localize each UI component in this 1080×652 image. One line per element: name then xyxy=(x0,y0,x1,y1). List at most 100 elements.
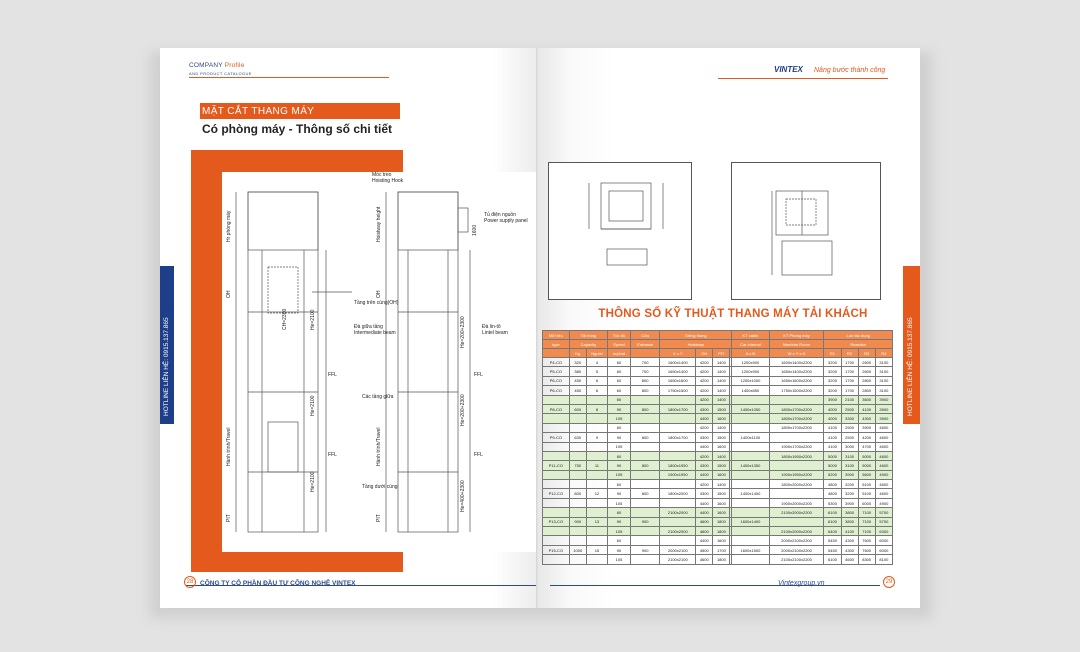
table-cell xyxy=(568,450,587,462)
table-cell: 60 xyxy=(607,385,631,396)
hoistway-plan-drawing xyxy=(548,162,692,300)
table-cell: 5700 xyxy=(874,507,894,518)
table-cell: 105 xyxy=(607,441,631,452)
table-cell xyxy=(731,507,770,518)
table-cell: 105 xyxy=(607,554,631,565)
table-cell: 1600 xyxy=(712,507,731,518)
table-cell: 105 xyxy=(607,526,631,537)
table-cell: 1600 xyxy=(712,497,731,509)
table-cell xyxy=(568,526,587,537)
table-cell: 4000 xyxy=(823,403,842,415)
table-cell xyxy=(629,394,661,405)
header-sub: AND PRODUCT CATALOGUE xyxy=(189,71,252,76)
unit-persons: Người xyxy=(585,348,609,358)
table-cell: 4400 xyxy=(695,497,714,509)
table-cell xyxy=(629,526,661,537)
table-cell: 800 xyxy=(629,488,661,499)
header-mid-machine: Machine Room xyxy=(768,339,825,349)
table-cell xyxy=(731,554,770,565)
table-cell: 4300 xyxy=(695,432,714,443)
table-cell: 1200x1000 xyxy=(731,375,770,387)
table-cell: 60 xyxy=(607,479,631,490)
table-cell: 4200 xyxy=(695,375,714,387)
table-cell: 800 xyxy=(629,375,661,387)
table-cell: 2100x2100x2200 xyxy=(768,554,825,565)
table-cell: 1750x1500 xyxy=(659,385,697,396)
table-cell: 5700 xyxy=(874,516,894,528)
table-cell: 2500 xyxy=(840,432,859,443)
table-cell: 105 xyxy=(607,469,631,481)
table-cell xyxy=(585,507,609,518)
table-cell xyxy=(585,394,609,405)
hotline-text-right: HOTLINE LIÊN HỆ: 0915.137.865 xyxy=(907,317,914,416)
header-type: Mã hiệu xyxy=(542,330,570,340)
table-cell xyxy=(568,413,587,424)
table-cell: 3200 xyxy=(823,375,842,387)
table-cell: 3900 xyxy=(823,394,842,405)
table-cell: 900 xyxy=(629,516,661,528)
table-cell: 4200 xyxy=(695,422,714,434)
table-cell xyxy=(568,535,587,546)
table-cell: 2000x2100 xyxy=(659,544,697,556)
table-cell: 1600x1400 xyxy=(731,516,770,528)
table-cell: 4100 xyxy=(823,432,842,443)
unit-oh: OH xyxy=(695,348,714,358)
table-cell: 7100 xyxy=(857,516,876,528)
table-cell: 1200x900 xyxy=(731,366,770,377)
table-cell xyxy=(659,535,697,546)
travel-label-left: Hành trình/Travel xyxy=(226,427,232,466)
table-cell: 4200 xyxy=(695,479,714,490)
table-cell: 4600 xyxy=(874,422,894,434)
table-cell xyxy=(568,441,587,452)
table-cell: 60 xyxy=(607,535,631,546)
table-cell xyxy=(659,497,697,509)
table-cell: 1750x1500x2200 xyxy=(768,385,825,396)
table-cell: 4200 xyxy=(695,450,714,462)
table-cell: 1900x1700x2200 xyxy=(768,441,825,452)
table-cell: 4600 xyxy=(874,479,894,490)
table-cell: 90 xyxy=(607,516,631,528)
table-cell: 4200 xyxy=(695,356,714,368)
table-cell: 1800x1700 xyxy=(659,432,697,443)
table-cell: 4700 xyxy=(857,441,876,452)
pit-label-left: PIT xyxy=(226,514,232,522)
unit-wyh: W x Y x H xyxy=(768,348,825,358)
table-cell: 1800x2000x2200 xyxy=(768,479,825,490)
table-cell: P12-CO xyxy=(542,488,570,499)
table-cell: 13 xyxy=(585,516,609,528)
table-cell: P11-CO xyxy=(542,460,570,471)
he-dimension-1: He=2100 xyxy=(310,309,316,330)
table-cell xyxy=(629,554,661,565)
page-number-left: 28 xyxy=(184,576,196,588)
header-mid-type: type xyxy=(542,339,570,349)
table-cell: 7100 xyxy=(857,526,876,537)
table-cell xyxy=(568,497,587,509)
table-cell: 2500 xyxy=(840,422,859,434)
table-cell: 11 xyxy=(585,460,609,471)
table-cell: 1400x1050 xyxy=(731,403,770,415)
table-cell: 6100 xyxy=(823,507,842,518)
table-cell: P15-CO xyxy=(542,544,570,556)
table-cell: 3800 xyxy=(840,507,859,518)
table-cell: 1700 xyxy=(840,375,859,387)
header-mid-capacity: Capacity xyxy=(568,339,609,349)
table-cell: 3900 xyxy=(874,403,894,415)
table-cell xyxy=(659,394,697,405)
table-cell xyxy=(629,479,661,490)
table-cell: 105 xyxy=(607,497,631,509)
table-cell xyxy=(731,422,770,434)
table-cell xyxy=(629,450,661,462)
unit-r4: R4 xyxy=(874,348,894,358)
table-cell: P9-CO xyxy=(542,432,570,443)
table-cell: 6000 xyxy=(857,497,876,509)
table-cell: 4 xyxy=(585,356,609,368)
header-hoistway: Giếng thang xyxy=(659,330,733,340)
unit-xy: X x Y xyxy=(659,348,697,358)
table-cell: 1600 xyxy=(712,535,731,546)
table-cell: 800 xyxy=(629,432,661,443)
table-cell xyxy=(629,441,661,452)
